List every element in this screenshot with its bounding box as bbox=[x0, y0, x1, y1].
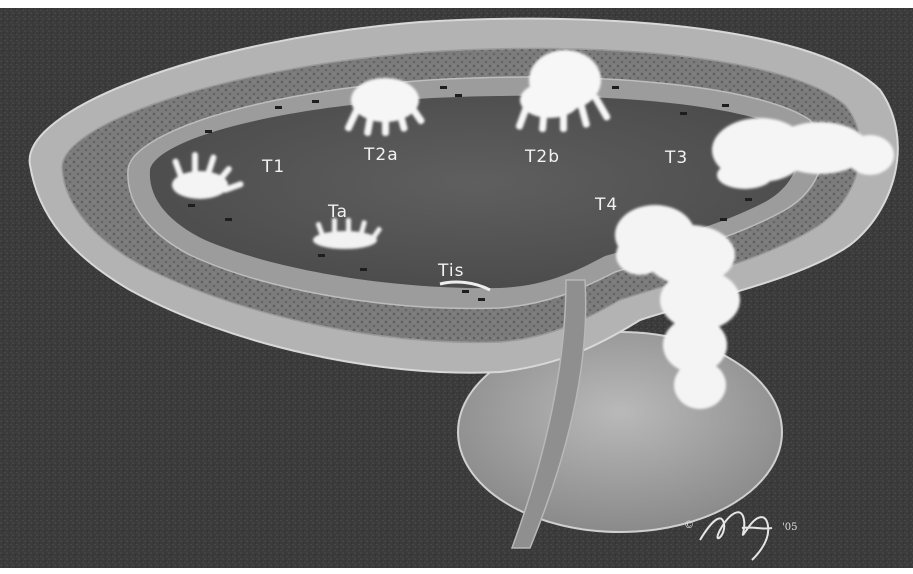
label-t3: T3 bbox=[664, 148, 688, 168]
signature-copyright: © bbox=[684, 520, 694, 531]
label-t1: T1 bbox=[261, 157, 285, 177]
signature-year: '05 bbox=[782, 522, 797, 533]
label-t2b: T2b bbox=[524, 147, 560, 167]
label-t4: T4 bbox=[594, 195, 618, 215]
label-t2a: T2a bbox=[363, 145, 399, 165]
label-ta: Ta bbox=[327, 202, 348, 222]
label-tis: Tis bbox=[437, 261, 464, 281]
